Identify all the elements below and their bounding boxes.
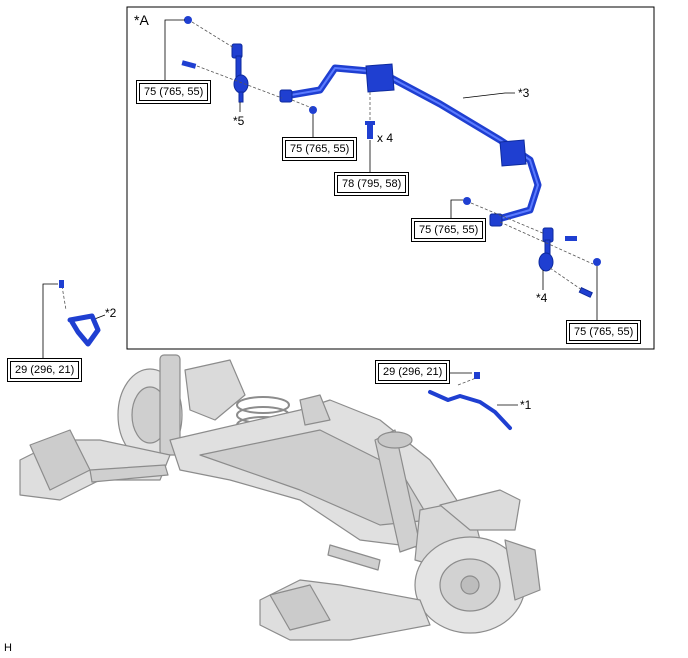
torque-value: 78 (795, 58) (337, 175, 407, 193)
inset-frame (126, 6, 655, 350)
stabilizer-link-left (231, 43, 249, 103)
torque-value: 75 (765, 55) (414, 221, 484, 239)
torque-box-5: 75 (765, 55) (566, 320, 642, 344)
torque-value: 75 (765, 55) (285, 140, 355, 158)
torque-box-6: 29 (296, 21) (7, 358, 83, 382)
rear-suspension-assembly (19, 354, 541, 641)
harness-right (428, 390, 512, 430)
callout-1: *1 (520, 398, 532, 412)
assembly-guide-lines (61, 21, 594, 386)
torque-value: 75 (765, 55) (569, 323, 639, 341)
callout-2: *2 (105, 306, 117, 320)
stabilizer-link-right (538, 227, 593, 298)
callout-3: *3 (518, 86, 530, 100)
torque-box-7: 29 (296, 21) (375, 360, 451, 384)
inset-label: *A (134, 12, 149, 28)
stabilizer-bar (281, 64, 542, 224)
torque-value: 75 (765, 55) (139, 83, 209, 101)
torque-box-3: 78 (795, 58) (334, 172, 410, 196)
harness-bracket-left (67, 313, 101, 347)
stabilizer-bushings (279, 63, 527, 227)
torque-box-1: 75 (765, 55) (136, 80, 212, 104)
torque-value: 29 (296, 21) (10, 361, 80, 379)
torque-box-2: 75 (765, 55) (282, 137, 358, 161)
bracket-bolt-left (59, 280, 64, 288)
callout-4: *4 (536, 291, 548, 305)
harness-bolt-right (474, 372, 480, 379)
corner-code: H (4, 642, 12, 654)
torque-value: 29 (296, 21) (378, 363, 448, 381)
leader-lines (42, 19, 598, 406)
callout-qty: x 4 (377, 131, 394, 145)
torque-box-4: 75 (765, 55) (411, 218, 487, 242)
callout-5: *5 (233, 114, 245, 128)
bolts (181, 60, 577, 241)
bushing-bolt (365, 121, 375, 139)
